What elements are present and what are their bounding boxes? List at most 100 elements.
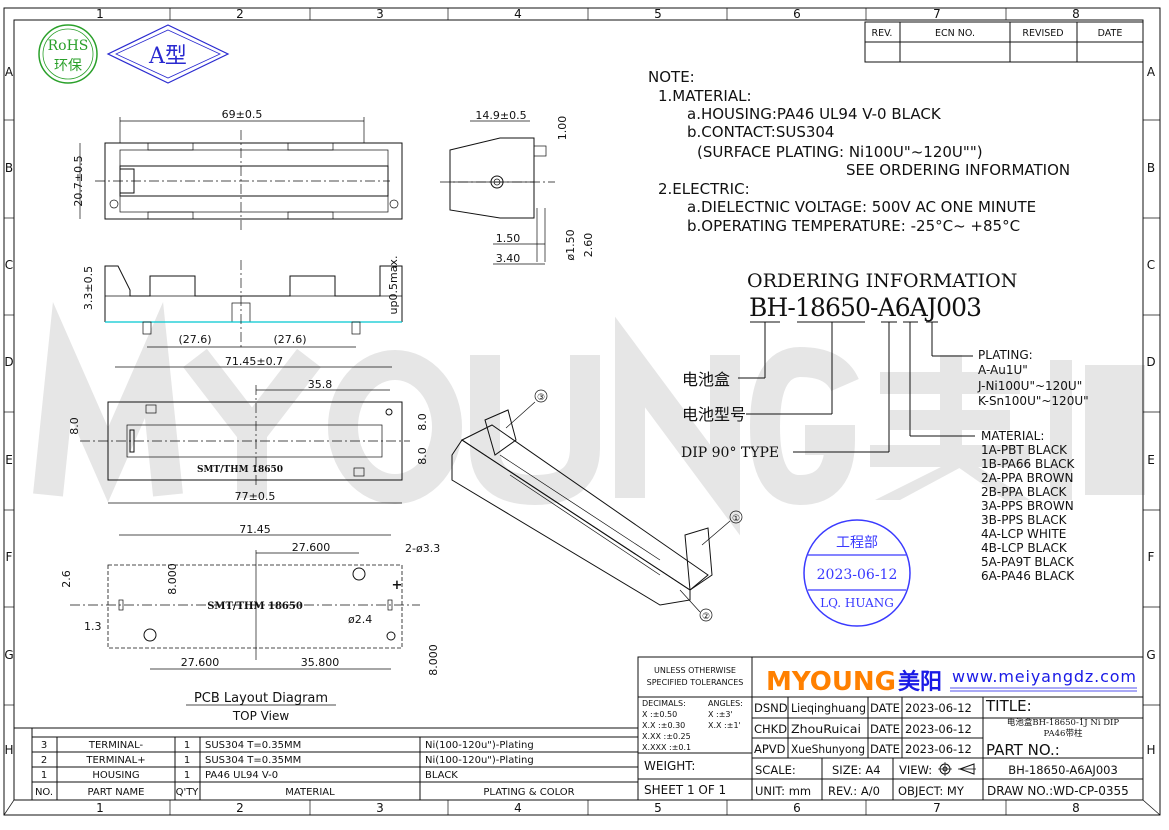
rev-header: REV. — [872, 28, 893, 39]
svg-text:VIEW:: VIEW: — [899, 763, 932, 777]
svg-text:up0.5max.: up0.5max. — [387, 256, 400, 315]
bottom-view: 35.8 8.0 8.0 8.0 77±0.5 SMT/THM 18650 — [68, 378, 429, 504]
svg-text:1.50: 1.50 — [496, 232, 521, 245]
svg-text:DECIMALS:: DECIMALS: — [642, 699, 686, 708]
column-label: 4 — [514, 801, 522, 815]
front-view: 3.3±0.5 up0.5max. (27.6) (27.6) 71.45±0.… — [82, 256, 403, 368]
svg-text:71.45±0.7: 71.45±0.7 — [225, 355, 283, 368]
material-item: 1B-PA66 BLACK — [981, 457, 1076, 471]
row-label: G — [4, 648, 13, 662]
top-view: 69±0.5 20.7±0.5 — [72, 108, 403, 232]
svg-text:27.600: 27.600 — [181, 656, 220, 669]
material-item: 2A-PPA BROWN — [981, 471, 1074, 485]
svg-text:3.40: 3.40 — [496, 252, 521, 265]
ordering-information: ORDERING INFORMATION BH-18650-A6AJ003 电池… — [681, 270, 1089, 583]
column-label: 3 — [376, 801, 384, 815]
svg-text:ø1.50: ø1.50 — [564, 229, 577, 260]
notes: NOTE: 1.MATERIAL: a.HOUSING:PA46 UL94 V-… — [648, 68, 1070, 235]
svg-text:环保: 环保 — [54, 58, 82, 74]
ecn-header: ECN NO. — [935, 28, 975, 39]
column-label: 1 — [96, 801, 104, 815]
watermark-letter — [328, 350, 462, 504]
svg-text:PA46 UL94 V-0: PA46 UL94 V-0 — [205, 770, 278, 781]
svg-text:SCALE:: SCALE: — [755, 763, 796, 777]
column-label: 3 — [376, 7, 384, 21]
svg-text:14.9±0.5: 14.9±0.5 — [475, 109, 526, 122]
svg-text:35.800: 35.800 — [301, 656, 340, 669]
note-line: b.CONTACT:SUS304 — [687, 123, 834, 141]
svg-text:Q'TY: Q'TY — [176, 787, 200, 798]
svg-text:2.60: 2.60 — [582, 233, 595, 258]
isometric-view: ③ ① ② — [451, 389, 743, 622]
pcb-layout-view: 71.45 27.600 2-ø3.3 2.6 8.000 1.3 ø2.4 2… — [60, 523, 440, 723]
svg-text:3.3±0.5: 3.3±0.5 — [82, 266, 95, 310]
approval-stamp: 工程部 2023-06-12 LQ. HUANG — [803, 519, 911, 627]
title-line: 电池盒BH-18650-1J Ni DIP — [1007, 717, 1119, 728]
svg-text:MATERIAL: MATERIAL — [285, 787, 335, 798]
svg-text:BLACK: BLACK — [425, 770, 458, 781]
svg-text:LQ. HUANG: LQ. HUANG — [820, 596, 894, 610]
svg-text:XueShunyong: XueShunyong — [791, 742, 865, 756]
balloon-1: ① — [732, 514, 740, 524]
svg-text:REV.: A/0: REV.: A/0 — [828, 784, 880, 798]
svg-text:(27.6): (27.6) — [273, 333, 306, 346]
svg-text:+: + — [392, 578, 403, 593]
material-item: 3A-PPS BROWN — [981, 499, 1074, 513]
revision-table: REV. ECN NO. REVISED DATE — [864, 21, 1144, 63]
svg-text:8.000: 8.000 — [427, 644, 440, 676]
plating-item: PLATING: — [978, 348, 1033, 362]
svg-text:ZhouRuicai: ZhouRuicai — [791, 722, 861, 736]
material-item: 3B-PPS BLACK — [981, 513, 1068, 527]
svg-text:DSND: DSND — [754, 701, 788, 715]
date-header: DATE — [1098, 28, 1123, 39]
svg-text:DATE: DATE — [870, 742, 900, 756]
sheet-label: SHEET 1 OF 1 — [644, 783, 726, 797]
svg-text:2023-06-12: 2023-06-12 — [905, 742, 972, 756]
svg-text:1: 1 — [184, 755, 190, 766]
svg-text:1: 1 — [184, 770, 190, 781]
watermark-letter — [183, 348, 321, 457]
watermark-letter — [749, 346, 859, 506]
svg-text:8.0: 8.0 — [416, 447, 429, 465]
row-label: H — [1146, 743, 1155, 757]
row-label: C — [1147, 258, 1155, 272]
ordering-title: ORDERING INFORMATION — [747, 270, 1017, 292]
svg-text:77±0.5: 77±0.5 — [235, 490, 276, 503]
weight-label: WEIGHT: — [644, 759, 695, 773]
svg-text:Ni(100-120u")-Plating: Ni(100-120u")-Plating — [425, 755, 534, 766]
svg-text:HOUSING: HOUSING — [92, 770, 139, 781]
material-item: 5A-PA9T BLACK — [981, 555, 1075, 569]
svg-text:Ni(100-120u")-Plating: Ni(100-120u")-Plating — [425, 740, 534, 751]
watermark-letter — [470, 355, 600, 506]
column-label: 1 — [96, 7, 104, 21]
label-dip: DIP 90° TYPE — [681, 445, 779, 461]
part-no-label: PART NO.: — [986, 741, 1060, 759]
svg-text:SIZE: A4: SIZE: A4 — [832, 763, 881, 777]
svg-text:DATE: DATE — [870, 722, 900, 736]
svg-text:2023-06-12: 2023-06-12 — [905, 722, 972, 736]
note-line: (SURFACE PLATING: Ni100U"~120U"") — [697, 143, 983, 161]
svg-text:SUS304 T=0.35MM: SUS304 T=0.35MM — [205, 740, 301, 751]
note-line: a.HOUSING:PA46 UL94 V-0 BLACK — [687, 105, 942, 123]
title-block: UNLESS OTHERWISE SPECIFIED TOLERANCES DE… — [637, 656, 1144, 801]
plating-item: J-Ni100U"~120U" — [977, 379, 1082, 393]
column-label: 4 — [514, 7, 522, 21]
balloon-3: ③ — [537, 393, 545, 403]
column-label: 6 — [793, 801, 801, 815]
column-label: 2 — [236, 801, 244, 815]
svg-text:美阳: 美阳 — [898, 669, 942, 695]
svg-text:2023-06-12: 2023-06-12 — [817, 567, 898, 583]
svg-text:8.000: 8.000 — [166, 563, 179, 595]
svg-text:1: 1 — [184, 740, 190, 751]
watermark — [33, 301, 1145, 536]
svg-text:1.00: 1.00 — [556, 116, 569, 141]
note-line: b.OPERATING TEMPERATURE: -25°C~ +85°C — [687, 217, 1020, 235]
svg-text:OBJECT: MY: OBJECT: MY — [898, 784, 965, 798]
note-line: a.DIELECTNIC VOLTAGE: 500V AC ONE MINUTE — [687, 198, 1036, 216]
pcb-caption-title: PCB Layout Diagram — [194, 691, 328, 706]
svg-text:2023-06-12: 2023-06-12 — [905, 701, 972, 715]
svg-text:RoHS: RoHS — [48, 38, 89, 54]
part-no: BH-18650-A6AJ003 — [1008, 763, 1118, 777]
row-label: D — [1146, 355, 1155, 369]
watermark-letter — [615, 316, 740, 536]
